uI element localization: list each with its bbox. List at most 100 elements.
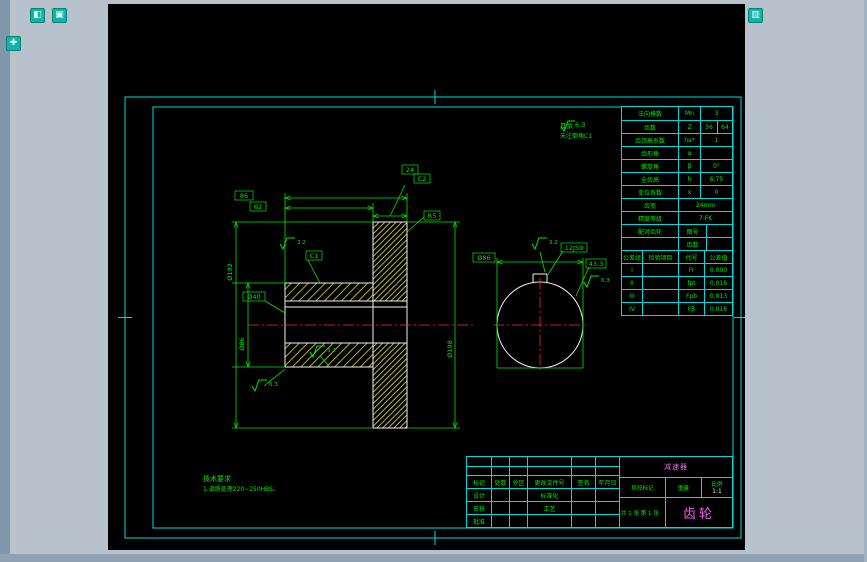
- dim-keyway-depth: 43.3: [589, 260, 603, 268]
- assembly-name: 减速器: [664, 463, 688, 471]
- dimension-labels: 86 62 24 C2 R5 C1 Ø40 Ø86 12JS9 43.3 Ø19…: [226, 164, 607, 358]
- tb-cell: 审核: [472, 505, 485, 513]
- gear-table-cell: β: [678, 160, 700, 172]
- title-block-bottom: 共 1 张 第 1 张 齿轮: [620, 497, 732, 527]
- gear-table-cell: 0°: [700, 160, 732, 172]
- gear-table-cell: fpt: [678, 277, 704, 289]
- tb-cell: 设计: [472, 492, 485, 500]
- title-block: 标记 处数 分区 更改文件号 签名 年月日 设计 标准化 审核 工艺: [466, 456, 733, 528]
- roughness-top: 3.2: [297, 240, 306, 246]
- window-edge-right: [864, 0, 867, 562]
- gear-table-cell: 齿形角: [640, 150, 659, 158]
- tb-cell: [509, 502, 527, 514]
- gear-table-cell: 0.090: [704, 264, 732, 276]
- gear-table-cell: 齿宽: [643, 202, 656, 210]
- gear-table-cell: II: [630, 279, 634, 287]
- gear-table-cell: 1: [700, 134, 732, 146]
- dim-hub-od: Ø86: [238, 337, 246, 350]
- tb-cell: 标记: [472, 479, 485, 487]
- tb-cell: [509, 489, 527, 501]
- tb-cell: 签名: [571, 476, 595, 488]
- gear-table-cell: III: [629, 292, 635, 300]
- hatch-rim-top: [373, 222, 407, 301]
- gear-table-cell: 36: [700, 121, 717, 133]
- tb-cell: 标准化: [527, 489, 571, 501]
- roughness-icon: [560, 120, 575, 132]
- dim-hub-length: 62: [254, 203, 262, 211]
- tech-req-line1: 1.调质处理220~250HBS。: [203, 486, 279, 493]
- roughness-icon: [583, 275, 600, 288]
- gear-table-cell: [700, 147, 732, 159]
- roughness-hub: 6.3: [269, 382, 278, 388]
- gear-table-cell: 全齿高: [640, 176, 659, 184]
- tb-cell: 分区: [509, 476, 527, 488]
- gear-table-cell: 公差值: [704, 251, 732, 263]
- change-record-row: [467, 466, 619, 475]
- tb-cell: [571, 515, 595, 527]
- design-row: 设计 标准化: [467, 488, 619, 501]
- sheet-frame: [118, 90, 745, 545]
- gear-table-cell: [706, 225, 732, 237]
- front-view: [284, 221, 408, 429]
- dim-rim-width: 24: [406, 166, 414, 174]
- gear-table-cell: Mn: [678, 107, 700, 120]
- drawing-svg: 86 62 24 C2 R5 C1 Ø40 Ø86 12JS9 43.3 Ø19…: [118, 90, 745, 545]
- gear-table-cell: 检验项目: [642, 251, 678, 263]
- check-row: 审核 工艺: [467, 501, 619, 514]
- dim-pitch-diameter: Ø192: [226, 263, 234, 281]
- gear-table-cell: I: [631, 266, 633, 274]
- change-record-row: [467, 457, 619, 466]
- stage-label: 阶段标记: [631, 485, 654, 492]
- gear-table-cell: [642, 264, 678, 276]
- gear-table-row: 配对齿轮图号: [622, 224, 732, 237]
- hatch-hub-top: [285, 283, 373, 301]
- roughness-symbols: 3.2 6.3 3.2 3.2 6.3: [251, 237, 610, 392]
- tb-cell: [595, 502, 619, 514]
- gear-table-cell: 配对齿轮: [637, 228, 662, 236]
- weight-label: 重量: [677, 485, 689, 492]
- dim-total-width: 86: [240, 192, 248, 200]
- gear-table-cell: [642, 303, 678, 315]
- dim-keyway-width: 12JS9: [565, 244, 583, 252]
- gear-table-cell: 齿顶高系数: [634, 137, 665, 145]
- gear-table-cell: 6.75: [700, 173, 732, 185]
- toolbar-icon-4[interactable]: ▥: [748, 8, 763, 23]
- gear-table-cell: Z: [678, 121, 700, 133]
- gear-table-cell: [642, 290, 678, 302]
- dim-radius-a: R5: [428, 212, 437, 220]
- gear-table-cell: 齿数: [678, 238, 706, 250]
- dim-chamfer-a: C2: [418, 175, 427, 183]
- change-header-row: 标记 处数 分区 更改文件号 签名 年月日: [467, 475, 619, 488]
- gear-table-cell: Fr: [678, 264, 704, 276]
- gear-table-cell: 7-FK: [678, 212, 732, 224]
- tb-cell: [491, 489, 509, 501]
- roughness-bore: 3.2: [327, 348, 336, 354]
- cad-drawing-canvas[interactable]: 86 62 24 C2 R5 C1 Ø40 Ø86 12JS9 43.3 Ø19…: [108, 4, 745, 550]
- gear-table-cell: [642, 277, 678, 289]
- tb-cell: [595, 489, 619, 501]
- gear-table-cell: IV: [629, 305, 635, 313]
- tb-cell: 年月日: [595, 476, 619, 488]
- toolbar-icon-1[interactable]: ◧: [30, 8, 45, 23]
- gear-table-cell: 代号: [678, 251, 704, 263]
- dimension-lines: [232, 184, 590, 428]
- toolbar-icon-2[interactable]: ▣: [52, 8, 67, 23]
- stage-weight-scale-row: 阶段标记 重量 比例 1:1: [620, 477, 732, 497]
- window-edge-bottom: [0, 554, 867, 562]
- window-edge-left: [0, 0, 10, 562]
- roughness-icon: [531, 237, 548, 250]
- title-block-right: 减速器 阶段标记 重量 比例 1:1 共 1 张 第 1 张 齿轮: [619, 457, 732, 527]
- tb-cell: 工艺: [527, 502, 571, 514]
- gear-table-cell: 0: [700, 186, 732, 198]
- toolbar-icon-3[interactable]: ✚: [6, 36, 21, 51]
- gear-table-cell: x: [678, 186, 700, 198]
- tb-cell: 处数: [491, 476, 509, 488]
